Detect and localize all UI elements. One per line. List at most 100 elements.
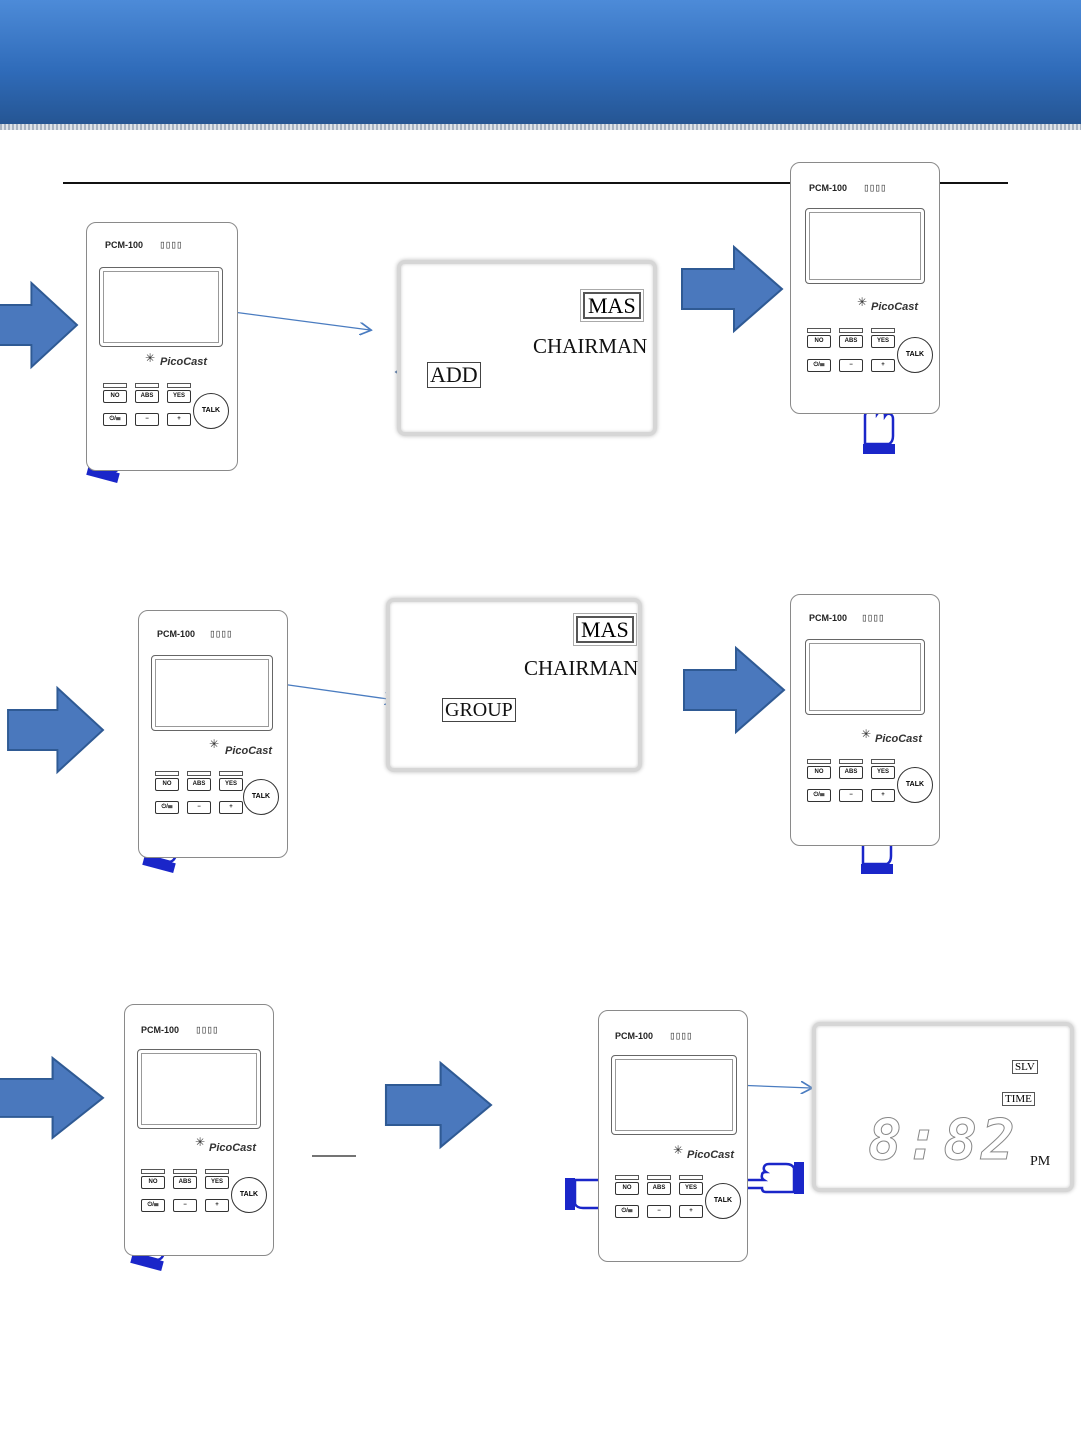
- device-model: PCM-100: [157, 629, 196, 639]
- talk-button[interactable]: TALK: [897, 337, 933, 373]
- right-arrow-icon: [0, 1056, 105, 1139]
- talk-button[interactable]: TALK: [193, 393, 229, 429]
- device-screen: [805, 639, 925, 715]
- speaker-grill: ▯▯▯▯: [669, 1029, 692, 1042]
- speaker-grill: ▯▯▯▯: [159, 238, 182, 251]
- brand-logo-icon: ✳: [673, 1143, 684, 1157]
- device-screen: [137, 1049, 261, 1129]
- power-menu-button[interactable]: ⏻/☰: [807, 789, 831, 802]
- plus-button[interactable]: +: [205, 1199, 229, 1212]
- brand-name: PicoCast: [225, 745, 273, 757]
- device-screen: [99, 267, 223, 347]
- power-menu-button[interactable]: ⏻/☰: [141, 1199, 165, 1212]
- brand-name: PicoCast: [209, 1142, 257, 1154]
- brand-name: PicoCast: [875, 733, 923, 745]
- lcd-group-screen: MAS CHAIRMAN GROUP: [386, 598, 642, 772]
- header-banner: [0, 0, 1081, 130]
- speaker-grill: ▯▯▯▯: [861, 611, 884, 624]
- no-button[interactable]: NO: [615, 1182, 639, 1195]
- plus-button[interactable]: +: [167, 413, 191, 426]
- minus-button[interactable]: −: [187, 801, 211, 814]
- device-pcm100: PCM-100 ▯▯▯▯ ✳ PicoCast NO ABS YES ⏻/☰ −…: [138, 610, 288, 858]
- mas-badge: MAS: [580, 288, 644, 323]
- abs-button[interactable]: ABS: [135, 390, 159, 403]
- speaker-grill: ▯▯▯▯: [863, 181, 886, 194]
- yes-button[interactable]: YES: [871, 766, 895, 779]
- brand-name: PicoCast: [687, 1149, 735, 1161]
- clock-digits: 8:82: [868, 1108, 1019, 1174]
- device-screen: [611, 1055, 737, 1135]
- minus-button[interactable]: −: [173, 1199, 197, 1212]
- right-arrow-icon: [683, 647, 785, 733]
- no-button[interactable]: NO: [807, 335, 831, 348]
- no-button[interactable]: NO: [155, 778, 179, 791]
- abs-button[interactable]: ABS: [647, 1182, 671, 1195]
- no-button[interactable]: NO: [807, 766, 831, 779]
- talk-button[interactable]: TALK: [231, 1177, 267, 1213]
- power-menu-button[interactable]: ⏻/☰: [103, 413, 127, 426]
- yes-button[interactable]: YES: [205, 1176, 229, 1189]
- plus-button[interactable]: +: [219, 801, 243, 814]
- device-pcm100: PCM-100 ▯▯▯▯ ✳ PicoCast NO ABS YES ⏻/☰ −…: [124, 1004, 274, 1256]
- minus-button[interactable]: −: [135, 413, 159, 426]
- no-button[interactable]: NO: [141, 1176, 165, 1189]
- minus-button[interactable]: −: [839, 789, 863, 802]
- plus-button[interactable]: +: [679, 1205, 703, 1218]
- device-pcm100: PCM-100 ▯▯▯▯ ✳ PicoCast NO ABS YES ⏻/☰ −…: [790, 594, 940, 846]
- brand-logo-icon: ✳: [195, 1135, 206, 1149]
- brand-name: PicoCast: [871, 301, 919, 313]
- device-pcm100: PCM-100 ▯▯▯▯ ✳ PicoCast NO ABS YES ⏻/☰ −…: [790, 162, 940, 414]
- section-rule: [63, 182, 1008, 184]
- slv-badge: SLV: [1012, 1060, 1038, 1074]
- speaker-grill: ▯▯▯▯: [209, 627, 232, 640]
- burst-label-add: ADD: [427, 362, 481, 389]
- minus-button[interactable]: −: [647, 1205, 671, 1218]
- right-arrow-icon: [384, 1061, 493, 1149]
- abs-button[interactable]: ABS: [187, 778, 211, 791]
- talk-button[interactable]: TALK: [243, 779, 279, 815]
- no-button[interactable]: NO: [103, 390, 127, 403]
- power-menu-button[interactable]: ⏻/☰: [615, 1205, 639, 1218]
- brand-name: PicoCast: [160, 356, 208, 368]
- yes-button[interactable]: YES: [167, 390, 191, 403]
- speaker-grill: ▯▯▯▯: [195, 1023, 218, 1036]
- role-label: CHAIRMAN: [533, 334, 648, 358]
- power-menu-button[interactable]: ⏻/☰: [155, 801, 179, 814]
- abs-button[interactable]: ABS: [839, 335, 863, 348]
- period-label: PM: [1030, 1154, 1051, 1169]
- talk-button[interactable]: TALK: [897, 767, 933, 803]
- device-model: PCM-100: [809, 613, 848, 623]
- device-model: PCM-100: [809, 183, 848, 193]
- device-pcm100: PCM-100 ▯▯▯▯ ✳ PicoCast NO ABS YES ⏻/☰ −…: [598, 1010, 748, 1262]
- yes-button[interactable]: YES: [871, 335, 895, 348]
- device-screen: [151, 655, 273, 731]
- mas-badge: MAS: [573, 612, 637, 647]
- brand-logo-icon: ✳: [861, 727, 872, 741]
- device-screen: [805, 208, 925, 284]
- abs-button[interactable]: ABS: [839, 766, 863, 779]
- minus-button[interactable]: −: [839, 359, 863, 372]
- plus-button[interactable]: +: [871, 359, 895, 372]
- talk-button[interactable]: TALK: [705, 1183, 741, 1219]
- role-label: CHAIRMAN: [524, 656, 639, 680]
- brand-logo-icon: ✳: [145, 351, 156, 365]
- time-badge: TIME: [1002, 1092, 1035, 1106]
- device-model: PCM-100: [141, 1025, 180, 1035]
- yes-button[interactable]: YES: [219, 778, 243, 791]
- abs-button[interactable]: ABS: [173, 1176, 197, 1189]
- right-arrow-icon: [681, 246, 783, 332]
- brand-logo-icon: ✳: [857, 295, 868, 309]
- plus-button[interactable]: +: [871, 789, 895, 802]
- right-arrow-icon: [0, 282, 79, 368]
- pointing-hand-icon: [740, 1160, 806, 1196]
- banner-edge: [0, 124, 1081, 130]
- lcd-clock-screen: SLV TIME 8:82 PM: [812, 1022, 1074, 1192]
- device-pcm100: PCM-100 ▯▯▯▯ ✳ PicoCast NO ABS YES ⏻/☰ −…: [86, 222, 238, 471]
- device-model: PCM-100: [615, 1031, 654, 1041]
- right-arrow-icon: [7, 687, 105, 773]
- brand-logo-icon: ✳: [209, 737, 220, 751]
- device-model: PCM-100: [105, 240, 144, 250]
- power-menu-button[interactable]: ⏻/☰: [807, 359, 831, 372]
- lcd-add-screen: MAS CHAIRMAN ADD: [397, 260, 657, 436]
- yes-button[interactable]: YES: [679, 1182, 703, 1195]
